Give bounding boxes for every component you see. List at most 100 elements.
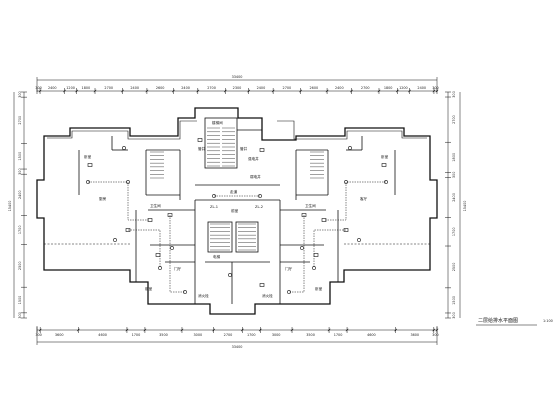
dim-overall-top: 33400 bbox=[232, 75, 243, 79]
room-label-shaft-b: 管井 bbox=[240, 146, 248, 151]
top-dim-label-11: 2700 bbox=[283, 86, 292, 90]
riser-symbol-23 bbox=[348, 146, 352, 150]
top-dim-label-18: 300 bbox=[432, 86, 438, 90]
bottom-dim-slash-1 bbox=[38, 328, 42, 332]
bottom-dim-slash-6 bbox=[212, 328, 216, 332]
top-dim-slash-13 bbox=[325, 89, 329, 93]
bottom-dim-slash-12 bbox=[394, 328, 398, 332]
bottom-dim-label-2: 4600 bbox=[98, 333, 107, 337]
left-dim-label-2: 1500 bbox=[18, 152, 22, 161]
top-dim-label-5: 2400 bbox=[130, 86, 139, 90]
riser-symbol-17 bbox=[287, 290, 291, 294]
room-label-core: 前室 bbox=[231, 208, 239, 213]
fixture-symbol-2 bbox=[147, 218, 153, 222]
top-dim-slash-15 bbox=[377, 89, 381, 93]
stair-core-right bbox=[222, 127, 235, 167]
riser-symbol-1 bbox=[126, 180, 130, 184]
top-dim-label-9: 2300 bbox=[233, 86, 242, 90]
top-dim-slash-17 bbox=[408, 89, 411, 93]
riser-symbol-11 bbox=[122, 146, 126, 150]
bottom-dim-slash-14 bbox=[435, 328, 439, 332]
bottom-dim-slash-13 bbox=[432, 328, 436, 332]
right-dim-label-5: 1700 bbox=[452, 227, 456, 236]
right-dim-label-3: 300 bbox=[452, 172, 456, 178]
top-dim-label-16: 1200 bbox=[399, 86, 408, 90]
top-dim-slash-14 bbox=[350, 89, 353, 93]
left-dim-label-1: 2700 bbox=[18, 116, 22, 125]
top-dim-label-2: 1200 bbox=[66, 86, 75, 90]
fixture-symbol-18 bbox=[343, 228, 349, 232]
bottom-dim-label-11: 4600 bbox=[367, 333, 376, 337]
right-dim-label-1: 2700 bbox=[452, 115, 456, 124]
fixture-symbol-20 bbox=[313, 253, 319, 257]
top-dim-slash-19 bbox=[435, 89, 439, 93]
riser-symbol-19 bbox=[357, 238, 361, 242]
room-label-bath-left: 卫生间 bbox=[150, 203, 161, 208]
fixture-symbol-26 bbox=[197, 138, 203, 142]
room-label-right-living: 客厅 bbox=[360, 196, 368, 201]
stair-lower-left bbox=[210, 223, 230, 251]
left-dim-label-5: 1700 bbox=[18, 226, 22, 235]
room-label-corridor: 走道 bbox=[230, 189, 238, 194]
top-dim-slash-3 bbox=[75, 89, 79, 93]
room-label-elevator: 电梯 bbox=[213, 254, 221, 259]
stair-unit-left bbox=[150, 151, 164, 179]
room-label-bed-left-2: 卧室 bbox=[145, 286, 153, 291]
bottom-dim-slash-9 bbox=[290, 328, 294, 332]
bottom-dim-slash-10 bbox=[327, 328, 331, 332]
fixture-symbol-6 bbox=[125, 228, 131, 232]
top-dim-label-3: 1800 bbox=[82, 86, 91, 90]
bottom-dim-label-0: 300 bbox=[35, 333, 41, 337]
room-label-bed-right-1: 卧室 bbox=[381, 154, 389, 159]
stair-lower-right bbox=[238, 223, 256, 251]
right-dim-label-0: 300 bbox=[452, 91, 456, 97]
top-dim-slash-16 bbox=[395, 89, 399, 93]
bottom-dim-label-5: 3000 bbox=[194, 333, 203, 337]
right-dim-label-8: 300 bbox=[452, 312, 456, 318]
fixture-symbol-27 bbox=[259, 148, 265, 152]
room-label-left-living: 厨房 bbox=[99, 196, 107, 201]
bottom-dim-label-12: 3600 bbox=[410, 333, 419, 337]
riser-symbol-0 bbox=[86, 180, 90, 184]
riser-symbol-12 bbox=[384, 180, 388, 184]
top-dim-label-12: 2600 bbox=[310, 86, 319, 90]
riser-symbol-13 bbox=[344, 180, 348, 184]
fixture-symbol-22 bbox=[381, 163, 387, 167]
bottom-dim-slash-7 bbox=[240, 328, 244, 332]
drawing-scale: 1:100 bbox=[543, 319, 553, 323]
bottom-dim-label-7: 1700 bbox=[247, 333, 256, 337]
top-dim-label-0: 300 bbox=[35, 86, 41, 90]
drainage-pipes bbox=[88, 181, 386, 293]
bottom-dim-slash-11 bbox=[345, 328, 349, 332]
tag-strong-shaft: 强电井 bbox=[248, 156, 259, 161]
top-dim-slash-4 bbox=[93, 89, 97, 93]
bottom-dim-label-4: 3500 bbox=[159, 333, 168, 337]
stair-unit-right bbox=[310, 151, 324, 179]
top-dim-slash-10 bbox=[247, 89, 251, 93]
bottom-dim-label-1: 3600 bbox=[55, 333, 64, 337]
fixture-symbol-14 bbox=[321, 218, 327, 222]
tag-zl1: ZL-1 bbox=[210, 205, 218, 209]
riser-symbol-9 bbox=[170, 246, 174, 250]
bottom-dim-slash-2 bbox=[76, 328, 80, 332]
bottom-dim-label-13: 300 bbox=[432, 333, 438, 337]
room-label-bed-left-1: 卧室 bbox=[84, 154, 92, 159]
dim-right-total: 15400 bbox=[463, 201, 467, 212]
fixture-symbol-29 bbox=[259, 283, 265, 287]
fixture-symbol-4 bbox=[167, 213, 173, 217]
top-dim-label-1: 2400 bbox=[48, 86, 57, 90]
top-dim-label-4: 2700 bbox=[104, 86, 113, 90]
room-label-hall-right: 门厅 bbox=[285, 266, 293, 271]
right-dim-label-2: 1800 bbox=[452, 153, 456, 162]
room-label-bed-right-2: 卧室 bbox=[315, 286, 323, 291]
top-dim-slash-6 bbox=[145, 89, 149, 93]
room-label-bath-right: 卫生间 bbox=[305, 203, 316, 208]
riser-symbol-21 bbox=[300, 246, 304, 250]
